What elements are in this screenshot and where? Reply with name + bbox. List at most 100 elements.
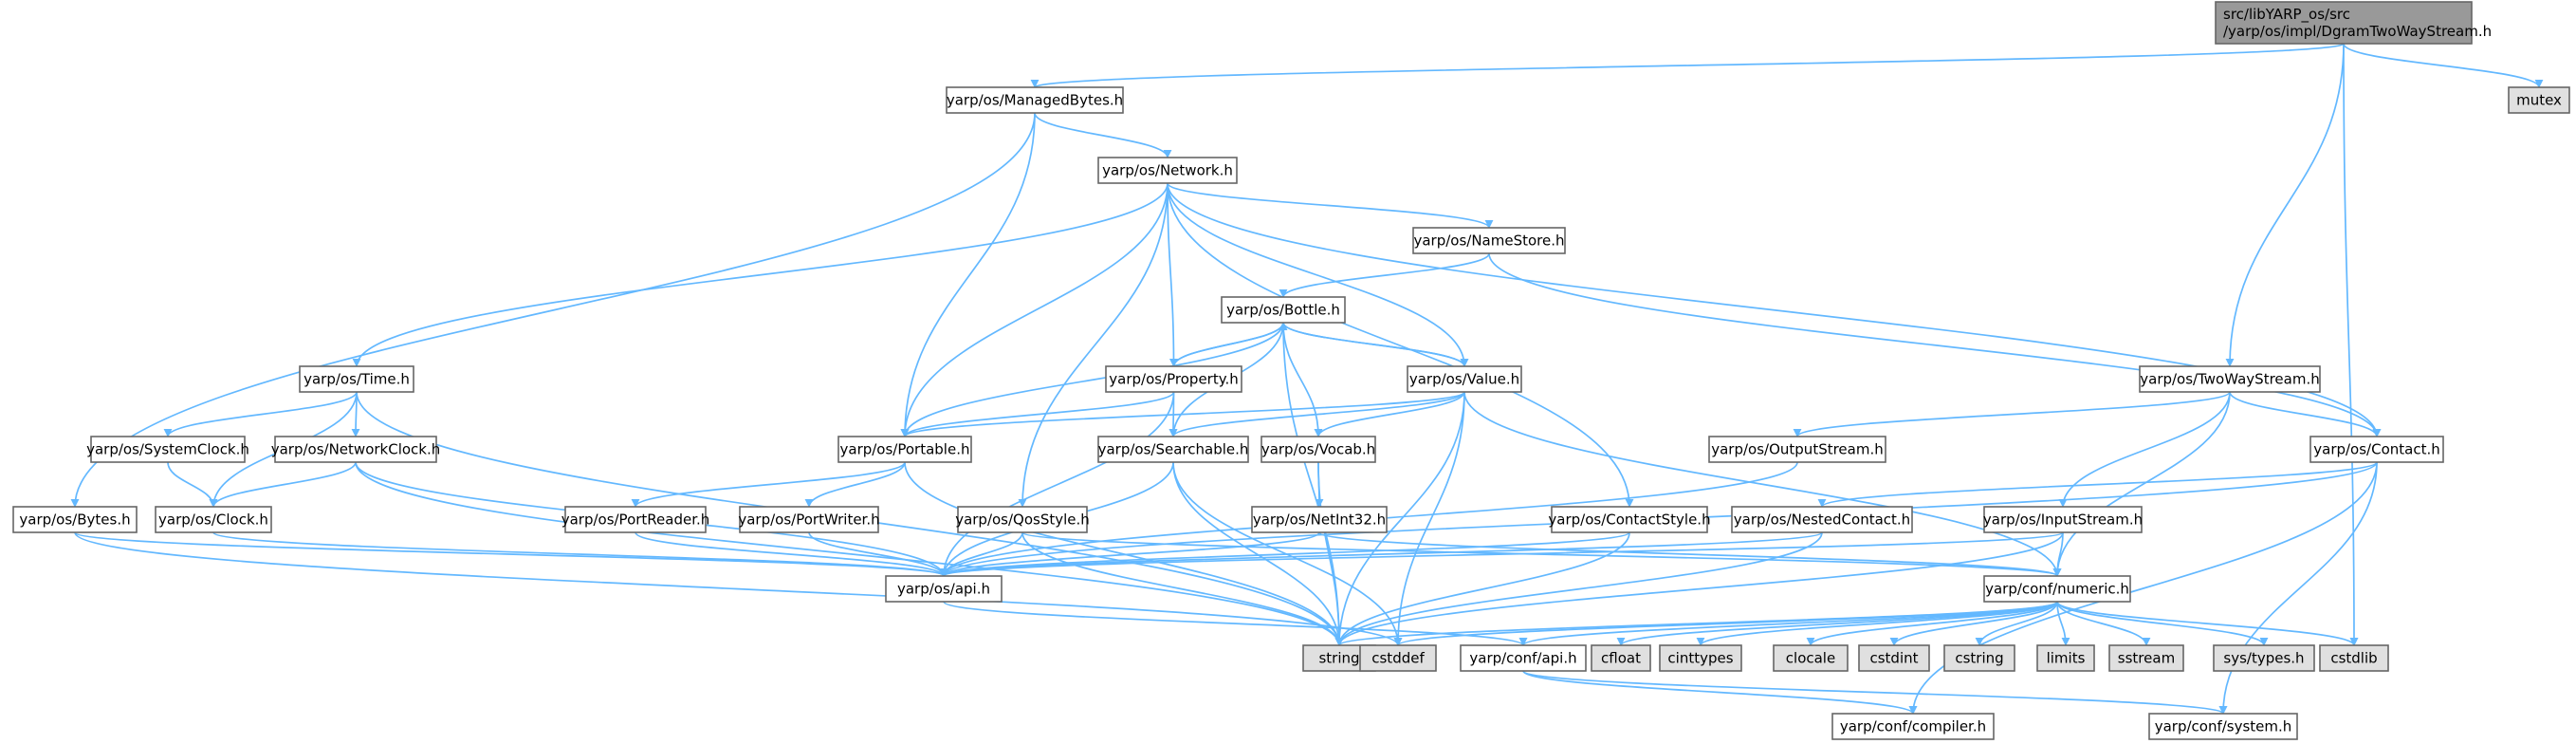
node-label: cinttypes bbox=[1667, 650, 1733, 667]
node-contactstyle[interactable]: yarp/os/ContactStyle.h bbox=[1548, 506, 1711, 533]
node-contact[interactable]: yarp/os/Contact.h bbox=[2309, 436, 2444, 463]
node-box bbox=[946, 86, 1124, 114]
node-label: yarp/os/NestedContact.h bbox=[1734, 512, 1910, 529]
node-systemclock[interactable]: yarp/os/SystemClock.h bbox=[86, 436, 249, 463]
node-label: yarp/os/PortReader.h bbox=[561, 512, 710, 529]
node-box bbox=[957, 506, 1088, 533]
node-label: yarp/os/NetInt32.h bbox=[1253, 512, 1386, 529]
edge-numeric-to-cstddef bbox=[1393, 601, 2058, 646]
node-portwriter[interactable]: yarp/os/PortWriter.h bbox=[738, 506, 880, 533]
edges bbox=[70, 43, 2544, 715]
node-box bbox=[1407, 365, 1522, 393]
node-portable[interactable]: yarp/os/Portable.h bbox=[837, 436, 972, 463]
node-nestedcontact[interactable]: yarp/os/NestedContact.h bbox=[1731, 506, 1913, 533]
node-label: sstream bbox=[2118, 650, 2175, 667]
edge-network-to-contactstyle bbox=[1167, 182, 1634, 508]
node-label: yarp/os/Bottle.h bbox=[1226, 302, 1340, 319]
node-label: yarp/os/TwoWayStream.h bbox=[2140, 371, 2319, 388]
node-clock[interactable]: yarp/os/Clock.h bbox=[155, 506, 272, 533]
edge-network-to-contact bbox=[1167, 182, 2382, 437]
edge-inputstream-to-string bbox=[1334, 531, 2064, 646]
node-box bbox=[155, 506, 272, 533]
edge-value-to-searchable bbox=[1168, 391, 1465, 437]
nodes: src/libYARP_os/src/yarp/os/impl/DgramTwo… bbox=[12, 1, 2570, 740]
edge-bottle-to-string bbox=[1282, 322, 1344, 646]
node-box bbox=[1359, 644, 1437, 672]
root-label-line2: /yarp/os/impl/DgramTwoWayStream.h bbox=[2223, 23, 2492, 40]
edge-netint32-to-api bbox=[939, 531, 1320, 577]
edge-twowaystream-to-inputstream bbox=[2058, 391, 2231, 508]
node-system[interactable]: yarp/conf/system.h bbox=[2148, 713, 2298, 740]
node-label: cstddef bbox=[1371, 650, 1425, 667]
edge-portwriter-to-api bbox=[808, 531, 948, 577]
node-label: yarp/os/Bytes.h bbox=[19, 512, 130, 529]
node-label: yarp/os/SystemClock.h bbox=[86, 441, 249, 458]
node-box bbox=[1097, 436, 1249, 463]
node-label: yarp/os/Property.h bbox=[1109, 371, 1238, 388]
node-box bbox=[2139, 365, 2321, 393]
node-label: yarp/os/ContactStyle.h bbox=[1548, 512, 1710, 529]
edge-value-to-string bbox=[1334, 391, 1465, 646]
edge-numeric-to-cstdint bbox=[1889, 601, 2058, 646]
node-managedbytes[interactable]: yarp/os/ManagedBytes.h bbox=[946, 86, 1124, 114]
node-label: yarp/os/Clock.h bbox=[158, 512, 268, 529]
node-compiler[interactable]: yarp/conf/compiler.h bbox=[1831, 713, 1995, 740]
node-cinttypes: cinttypes bbox=[1659, 644, 1742, 672]
node-box bbox=[1731, 506, 1913, 533]
node-time[interactable]: yarp/os/Time.h bbox=[299, 365, 414, 393]
node-portreader[interactable]: yarp/os/PortReader.h bbox=[561, 506, 710, 533]
node-confapi[interactable]: yarp/conf/api.h bbox=[1460, 644, 1587, 672]
node-box bbox=[1251, 506, 1388, 533]
node-box bbox=[1460, 644, 1587, 672]
edge-nestedcontact-to-string bbox=[1334, 531, 1823, 646]
node-box bbox=[1983, 506, 2143, 533]
node-network[interactable]: yarp/os/Network.h bbox=[1097, 157, 1238, 184]
node-netint32[interactable]: yarp/os/NetInt32.h bbox=[1251, 506, 1388, 533]
node-root[interactable]: src/libYARP_os/src/yarp/os/impl/DgramTwo… bbox=[2215, 1, 2492, 45]
node-label: cfloat bbox=[1601, 650, 1641, 667]
node-namestore[interactable]: yarp/os/NameStore.h bbox=[1412, 227, 1566, 254]
node-property[interactable]: yarp/os/Property.h bbox=[1105, 365, 1242, 393]
node-label: yarp/os/Portable.h bbox=[840, 441, 970, 458]
node-clocale: clocale bbox=[1773, 644, 1849, 672]
node-label: yarp/conf/system.h bbox=[2155, 718, 2292, 735]
edge-twowaystream-to-numeric bbox=[2052, 391, 2231, 577]
node-label: yarp/os/InputStream.h bbox=[1983, 512, 2143, 529]
node-mutex: mutex bbox=[2508, 86, 2570, 114]
node-systypes: sys/types.h bbox=[2213, 644, 2315, 672]
edge-property-to-bottle bbox=[1172, 322, 1288, 367]
node-bottle[interactable]: yarp/os/Bottle.h bbox=[1221, 296, 1346, 324]
node-outputstream[interactable]: yarp/os/OutputStream.h bbox=[1708, 436, 1886, 463]
node-searchable[interactable]: yarp/os/Searchable.h bbox=[1097, 436, 1249, 463]
edge-inputstream-to-api bbox=[939, 531, 2064, 577]
node-networkclock[interactable]: yarp/os/NetworkClock.h bbox=[271, 436, 441, 463]
node-box bbox=[1773, 644, 1849, 672]
node-qosstyle[interactable]: yarp/os/QosStyle.h bbox=[955, 506, 1090, 533]
node-box bbox=[1412, 227, 1566, 254]
edge-bottle-to-vocab bbox=[1282, 322, 1323, 437]
edge-numeric-to-cinttypes bbox=[1696, 601, 2058, 646]
node-label: yarp/os/QosStyle.h bbox=[955, 512, 1090, 529]
edge-clock-to-api bbox=[212, 531, 948, 577]
edge-numeric-to-clocale bbox=[1806, 601, 2058, 646]
node-api[interactable]: yarp/os/api.h bbox=[885, 575, 1003, 603]
edge-confapi-to-system bbox=[1522, 670, 2228, 715]
node-box bbox=[564, 506, 707, 533]
node-numeric[interactable]: yarp/conf/numeric.h bbox=[1983, 575, 2131, 603]
node-label: cstdint bbox=[1869, 650, 1918, 667]
node-box bbox=[1983, 575, 2131, 603]
node-value[interactable]: yarp/os/Value.h bbox=[1407, 365, 1522, 393]
edge-value-to-bottle bbox=[1279, 322, 1465, 367]
node-box bbox=[2108, 644, 2184, 672]
node-label: cstdlib bbox=[2330, 650, 2377, 667]
node-inputstream[interactable]: yarp/os/InputStream.h bbox=[1983, 506, 2143, 533]
node-bytes[interactable]: yarp/os/Bytes.h bbox=[12, 506, 138, 533]
edge-managedbytes-to-network bbox=[1034, 112, 1172, 158]
node-box bbox=[1221, 296, 1346, 324]
node-twowaystream[interactable]: yarp/os/TwoWayStream.h bbox=[2139, 365, 2321, 393]
node-box bbox=[2148, 713, 2298, 740]
edge-contact-to-system bbox=[2218, 461, 2378, 715]
node-label: yarp/os/Contact.h bbox=[2313, 441, 2440, 458]
node-sstream: sstream bbox=[2108, 644, 2184, 672]
node-vocab[interactable]: yarp/os/Vocab.h bbox=[1260, 436, 1376, 463]
